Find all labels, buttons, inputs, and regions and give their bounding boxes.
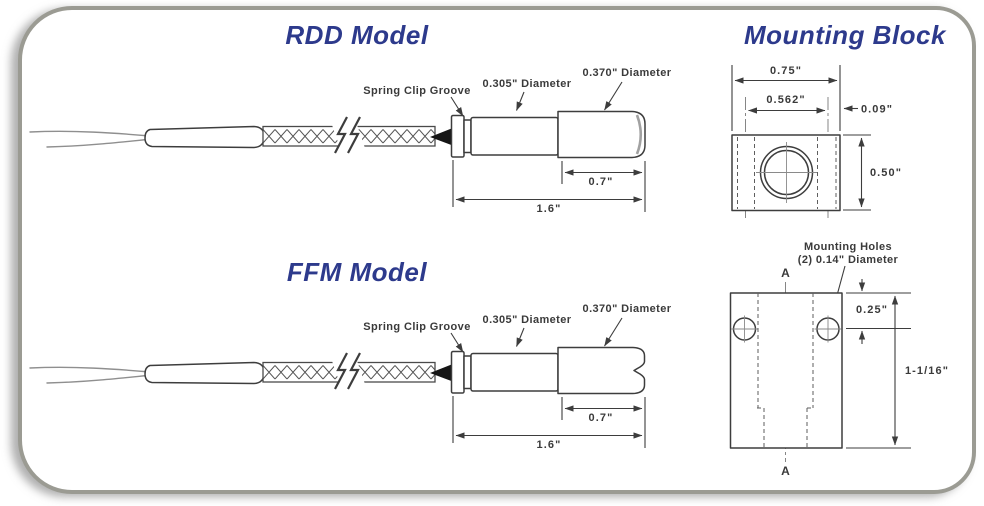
rdd-spring-clip-label: Spring Clip Groove xyxy=(363,85,470,97)
ffm-probe-drawing xyxy=(30,318,645,448)
rdd-dim-1.6-label: 1.6" xyxy=(537,203,562,215)
mounting-block-title: Mounting Block xyxy=(744,20,947,50)
rdd-dim-0.7-label: 0.7" xyxy=(589,176,614,188)
ffm-small-diameter-label: 0.305" Diameter xyxy=(483,314,572,326)
front-view-height-label: 1-1/16" xyxy=(905,365,949,377)
section-a-top-label: A xyxy=(781,266,790,280)
top-view-height-label: 0.50" xyxy=(870,167,902,179)
mounting-holes-label-line2: (2) 0.14" Diameter xyxy=(798,254,899,266)
ffm-dim-1.6-label: 1.6" xyxy=(537,439,562,451)
rdd-tip-large-diameter xyxy=(557,110,646,159)
ffm-title: FFM Model xyxy=(287,257,428,287)
rdd-rounded-cap-shading xyxy=(635,114,643,155)
top-view-width-label: 0.75" xyxy=(770,65,802,77)
section-a-bottom-label: A xyxy=(781,464,790,478)
ffm-large-diameter-label: 0.370" Diameter xyxy=(583,303,672,315)
top-view-slot-width-label: 0.562" xyxy=(766,94,805,106)
rdd-large-diameter-label: 0.370" Diameter xyxy=(583,67,672,79)
ffm-dim-0.7-label: 0.7" xyxy=(589,412,614,424)
front-view-block-outline xyxy=(729,292,843,449)
rdd-small-diameter-label: 0.305" Diameter xyxy=(483,78,572,90)
front-view-hidden-bore xyxy=(757,293,814,448)
ffm-tip-large-diameter-broken xyxy=(557,346,646,395)
ffm-spring-clip-label: Spring Clip Groove xyxy=(363,321,470,333)
rdd-title: RDD Model xyxy=(285,20,428,50)
mounting-block-section: Mounting Block 0.75" 0.562" 0.09" 0.50" xyxy=(729,20,949,478)
top-view-edge-label: 0.09" xyxy=(861,104,893,116)
mounting-holes-label-line1: Mounting Holes xyxy=(804,241,892,253)
rdd-model-section: RDD Model Spring Clip Groove 0.305" Diam… xyxy=(30,20,672,215)
mounting-block-front-view: Mounting Holes (2) 0.14" Diameter A A 0.… xyxy=(729,241,949,478)
rdd-probe-drawing xyxy=(30,82,645,212)
mounting-block-top-view: 0.75" 0.562" 0.09" 0.50" xyxy=(731,65,902,218)
front-view-hole-offset-label: 0.25" xyxy=(856,304,888,316)
ffm-model-section: FFM Model Spring Clip Groove 0.305" Diam… xyxy=(30,257,672,451)
